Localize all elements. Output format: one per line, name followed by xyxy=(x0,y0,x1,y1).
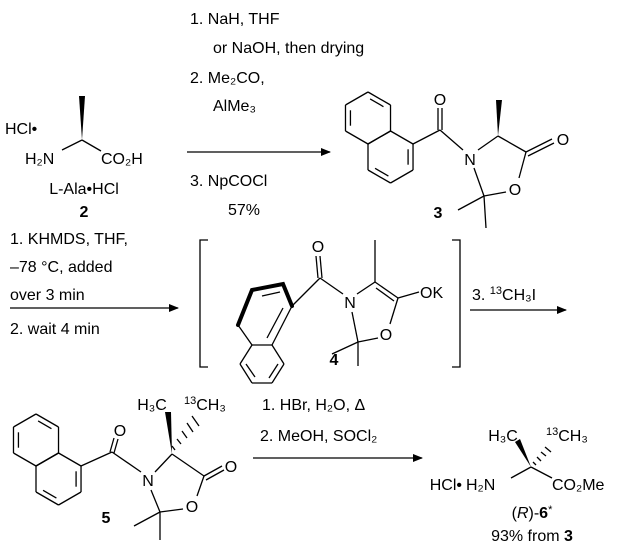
ring-bond xyxy=(367,130,391,145)
c6-methyl: H₃C xyxy=(488,428,518,445)
ring-bond xyxy=(367,91,391,106)
c2-name: L-Ala•HCl xyxy=(49,181,119,198)
step1: 1. NaH, THF or NaOH, then drying 2. Me₂C… xyxy=(187,11,364,219)
ring-bond xyxy=(37,420,52,430)
c5-label: 5 xyxy=(102,510,111,527)
naphthalene-ring xyxy=(236,281,294,384)
compound-6: H₃C 13CH₃ HCl• H₂N CO₂Me (R)-6* 93% from… xyxy=(430,426,605,545)
compound-4-intermediate: O N OK O 4 xyxy=(199,239,461,384)
ring-bond xyxy=(345,91,369,106)
c3-o-carbonyl: O xyxy=(434,92,446,109)
c5-o-carbonyl: O xyxy=(114,423,126,440)
step1-line: AlMe₃ xyxy=(213,98,256,115)
c5-methyl: H₃C xyxy=(137,397,167,414)
c2-salt: HCl• xyxy=(5,121,37,138)
compound-2: HCl• H₂N CO₂H L-Ala•HCl 2 xyxy=(5,96,143,221)
step3-reagent: 3. 13CH₃I xyxy=(472,285,536,304)
c2-bond xyxy=(81,139,102,152)
step1-below: 3. NpCOCl xyxy=(190,173,267,190)
c4-n: N xyxy=(344,295,356,312)
compound-5: O N H₃C 13CH₃ O O 5 xyxy=(12,395,237,540)
c2-methyl-wedge xyxy=(79,96,85,140)
c6-ester: CO₂Me xyxy=(552,477,605,494)
step2-below: 2. wait 4 min xyxy=(10,321,100,338)
c3-label: 3 xyxy=(434,205,443,222)
step3: 3. 13CH₃I xyxy=(470,285,567,314)
c6-amine: H₂N xyxy=(466,477,495,494)
c5-o-ring: O xyxy=(186,499,198,516)
c5-n: N xyxy=(142,473,154,490)
step4: 1. HBr, H₂O, Δ 2. MeOH, SOCl₂ xyxy=(253,397,423,462)
ring-bond xyxy=(35,491,59,506)
bond xyxy=(412,129,441,145)
left-bracket xyxy=(199,239,208,368)
c5-o-lactone: O xyxy=(225,459,237,476)
ring-bond xyxy=(390,169,414,184)
c4-enolate: OK xyxy=(420,285,443,302)
step2-line: over 3 min xyxy=(10,287,85,304)
step2: 1. KHMDS, THF, –78 °C, added over 3 min … xyxy=(10,231,179,338)
c4-label: 4 xyxy=(330,352,339,369)
step1-yield: 57% xyxy=(228,202,260,219)
ring-bond xyxy=(13,452,37,467)
c3-o-ring: O xyxy=(509,182,521,199)
c5-labeled-methyl: 13CH₃ xyxy=(184,395,226,414)
ring-bond xyxy=(390,130,414,145)
hashed-bond xyxy=(532,446,552,466)
ring-bond xyxy=(369,98,384,108)
c6-yield: 93% from 3 xyxy=(491,528,573,545)
c3-n: N xyxy=(464,152,476,169)
ring-bond xyxy=(58,491,82,506)
step2-line: –78 °C, added xyxy=(10,259,112,276)
hashed-bond xyxy=(171,415,200,451)
ring-bond xyxy=(35,413,59,428)
c2-label: 2 xyxy=(80,204,89,221)
c6-label: (R)-6* xyxy=(512,504,553,522)
ring-bond xyxy=(42,489,57,499)
c4-o-carbonyl: O xyxy=(312,239,324,256)
ring-bond xyxy=(35,452,59,467)
ring-bond xyxy=(374,167,389,177)
c6-salt: HCl• xyxy=(430,477,462,494)
c6-labeled-methyl: 13CH₃ xyxy=(546,426,588,445)
compound-3: O N O O 3 xyxy=(344,91,569,229)
ring-bond xyxy=(13,413,37,428)
step4-line: 1. HBr, H₂O, Δ xyxy=(262,397,365,414)
c3-o-lactone: O xyxy=(557,132,569,149)
c2-amine: H₂N xyxy=(25,151,54,168)
step1-line: 2. Me₂CO, xyxy=(190,70,265,87)
naphthalene-ring xyxy=(12,413,82,506)
c2-bond xyxy=(61,139,83,151)
c4-o-ring: O xyxy=(380,327,392,344)
step2-line: 1. KHMDS, THF, xyxy=(10,231,128,248)
ring-bond xyxy=(367,169,391,184)
c2-acid: CO₂H xyxy=(101,151,143,168)
ring-bond xyxy=(58,452,82,467)
step1-line: 1. NaH, THF xyxy=(190,11,280,28)
right-bracket xyxy=(452,239,461,368)
naphthalene-ring xyxy=(344,91,414,184)
step4-line: 2. MeOH, SOCl₂ xyxy=(260,428,377,445)
ring-bond xyxy=(345,130,369,145)
step1-line: or NaOH, then drying xyxy=(213,40,364,57)
